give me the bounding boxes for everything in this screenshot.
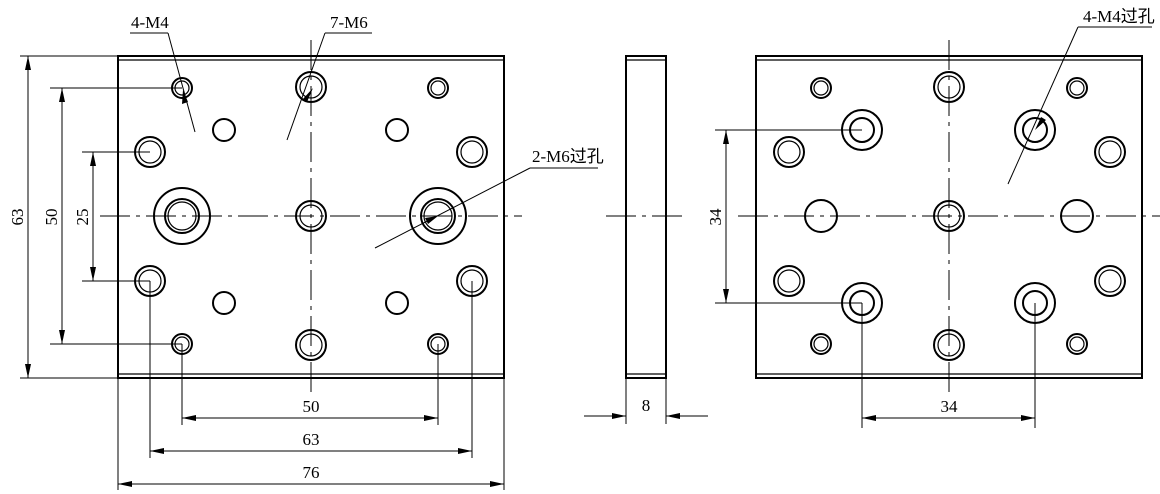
callout-4-m4: 4-M4: [131, 13, 169, 32]
dim-63-horizontal: 63: [303, 430, 320, 449]
right-view: 34 34 4-M4过孔: [706, 7, 1160, 428]
right-plain-holes: [804, 199, 1094, 233]
callout-7-m6: 7-M6: [330, 13, 368, 32]
side-plate-outline: [625, 55, 667, 379]
dim-50-horizontal: 50: [303, 397, 320, 416]
right-m4-holes: [810, 77, 1088, 355]
dim-76-horizontal: 76: [303, 463, 320, 482]
side-view: 8: [584, 55, 708, 424]
plain-holes: [212, 118, 409, 315]
dim-25-vertical: 25: [73, 209, 92, 226]
front-view: 63 50 25 50 63 76 4-M4 7-M6: [8, 13, 604, 490]
callout-4-m4-through: 4-M4过孔: [1083, 7, 1155, 26]
dim-8-thickness: 8: [642, 396, 651, 415]
dim-34-vertical: 34: [706, 208, 725, 226]
dim-63-vertical: 63: [8, 209, 27, 226]
callout-2-m6-through: 2-M6过孔: [532, 147, 604, 166]
m6-through-holes: [153, 187, 467, 245]
dim-34-horizontal: 34: [941, 397, 959, 416]
dim-50-vertical: 50: [42, 209, 61, 226]
right-m6-holes: [773, 71, 1126, 361]
